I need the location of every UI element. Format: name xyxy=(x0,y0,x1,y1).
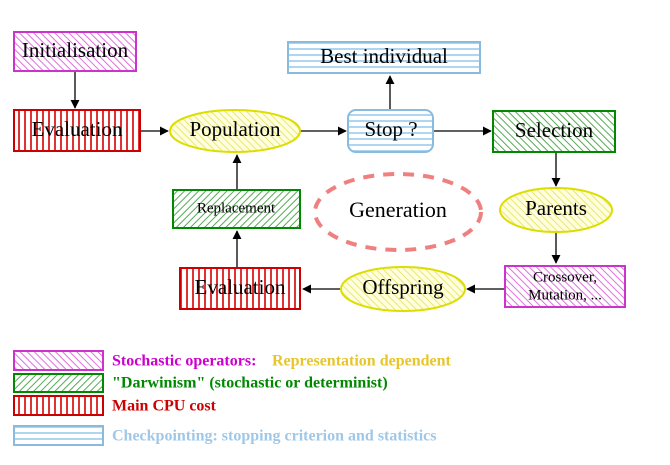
node-evaluation-bottom-label: Evaluation xyxy=(195,275,286,299)
legend-item-main-cpu-cost: Main CPU cost xyxy=(13,395,217,416)
node-evaluation-top-shape xyxy=(13,109,141,152)
node-selection[interactable]: Selection xyxy=(492,110,616,153)
legend-item-checkpointing: Checkpointing: stopping criterion and st… xyxy=(13,425,436,446)
node-stop-label: Stop ? xyxy=(364,117,417,141)
legend-swatch-main-cpu-cost xyxy=(13,395,104,416)
node-selection-label: Selection xyxy=(515,118,594,142)
node-crossover-mutation-label-line1: Crossover, xyxy=(533,269,597,285)
node-stop[interactable]: Stop ? xyxy=(347,109,434,153)
legend-item-stochastic-operators: Stochastic operators: Representation dep… xyxy=(13,350,451,371)
node-population-label: Population xyxy=(189,117,281,141)
node-parents[interactable]: Parents xyxy=(499,187,613,233)
node-evaluation-top[interactable]: Evaluation xyxy=(13,109,141,152)
node-best-individual[interactable]: Best individual xyxy=(287,41,481,74)
node-evaluation-bottom-shape xyxy=(179,267,301,310)
node-replacement-label: Replacement xyxy=(197,200,276,216)
node-best-individual-shape xyxy=(287,41,481,74)
legend-label-main-cpu-cost: Main CPU cost xyxy=(112,398,217,415)
node-offspring[interactable]: Offspring xyxy=(340,266,466,312)
legend-label-stochastic-operators: Stochastic operators: xyxy=(112,353,256,370)
node-initialisation[interactable]: Initialisation xyxy=(13,31,137,72)
node-parents-label: Parents xyxy=(525,196,587,220)
legend: Stochastic operators: Representation dep… xyxy=(13,350,451,446)
legend-swatch-stochastic-operators xyxy=(13,350,104,371)
node-stop-shape xyxy=(347,109,434,153)
node-crossover-mutation[interactable]: Crossover, Mutation, ... xyxy=(504,265,626,308)
node-population-shape xyxy=(169,109,301,153)
node-evaluation-top-label: Evaluation xyxy=(32,117,123,141)
node-initialisation-shape xyxy=(13,31,137,72)
node-selection-shape xyxy=(492,110,616,153)
node-offspring-label: Offspring xyxy=(362,275,444,299)
node-crossover-mutation-label-line2: Mutation, ... xyxy=(528,287,602,303)
legend-label-checkpointing: Checkpointing: stopping criterion and st… xyxy=(112,428,436,445)
legend-swatch-darwinism xyxy=(13,373,104,393)
node-evaluation-bottom[interactable]: Evaluation xyxy=(179,267,301,310)
node-replacement[interactable]: Replacement xyxy=(172,189,301,229)
node-best-individual-label: Best individual xyxy=(320,44,448,68)
node-initialisation-label: Initialisation xyxy=(22,38,129,62)
legend-label-representation-dependent: Representation dependent xyxy=(272,353,451,370)
node-replacement-shape xyxy=(172,189,301,229)
node-crossover-mutation-shape xyxy=(504,265,626,308)
annotation-generation-label: Generation xyxy=(349,197,447,222)
node-offspring-shape xyxy=(340,266,466,312)
legend-swatch-checkpointing xyxy=(13,425,104,446)
legend-label-darwinism: "Darwinism" (stochastic or determinist) xyxy=(112,375,388,392)
annotation-generation: Generation xyxy=(313,172,483,252)
node-population[interactable]: Population xyxy=(169,109,301,153)
annotation-generation-shape xyxy=(313,172,483,252)
legend-item-darwinism: "Darwinism" (stochastic or determinist) xyxy=(13,373,388,393)
node-parents-shape xyxy=(499,187,613,233)
